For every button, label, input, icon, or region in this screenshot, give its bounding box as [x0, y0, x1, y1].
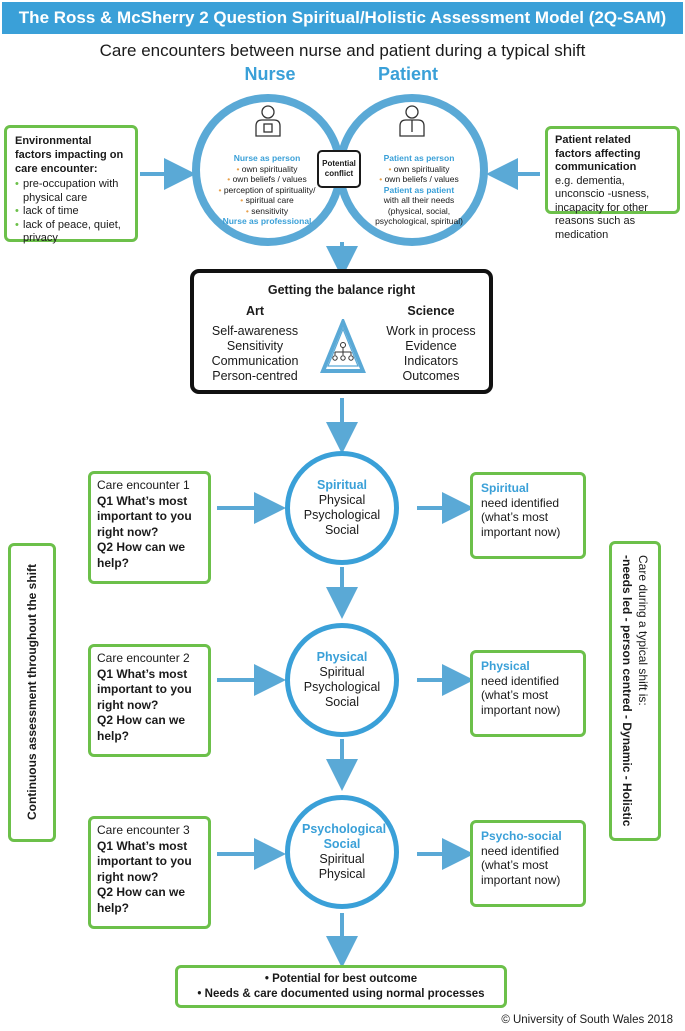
- nurse-header: Nurse: [244, 64, 296, 84]
- circle-item: Physical: [318, 493, 366, 507]
- circle-item: Social: [324, 695, 360, 709]
- science-item: Work in process: [386, 324, 476, 338]
- potential-conflict: Potential conflict: [317, 150, 361, 188]
- art-item: Sensitivity: [226, 339, 284, 353]
- patient-header: Patient: [377, 64, 438, 84]
- patient-details: Patient as person own spirituality own b…: [370, 153, 468, 227]
- patient-items: own spirituality own beliefs / values: [370, 164, 468, 185]
- nurse-person-icon: [255, 105, 281, 137]
- patient-as-patient: Patient as patient: [383, 184, 455, 195]
- nurse-item: spiritual care: [208, 195, 326, 206]
- hierarchy-triangle-icon: [320, 319, 366, 373]
- science-item: Indicators: [403, 354, 459, 368]
- focus-circle-1: Spiritual Physical Psychological Social: [285, 451, 399, 565]
- nurse-item: own beliefs / values: [208, 174, 326, 185]
- circle-item: Spiritual: [319, 852, 365, 866]
- circle-item: Spiritual: [319, 665, 365, 679]
- encounter-q1: Q1 What’s most important to you right no…: [97, 493, 192, 539]
- need-heading: Spiritual: [481, 481, 530, 495]
- page-title: The Ross & McSherry 2 Question Spiritual…: [18, 8, 667, 27]
- science-item: Outcomes: [402, 369, 460, 383]
- nurse-as-person: Nurse as person: [233, 153, 301, 163]
- encounter-q2: Q2 How can we help?: [97, 713, 186, 743]
- patient-factors-box: Patient related factors affecting commun…: [545, 126, 680, 241]
- patient-as-person: Patient as person: [383, 153, 455, 163]
- patient-factors-title: Patient related factors affecting commun…: [555, 134, 641, 173]
- environmental-item: lack of peace, quiet, privacy: [15, 219, 127, 246]
- care-encounter-1-box: Care encounter 1 Q1 What’s most importan…: [88, 471, 211, 584]
- circle-heading: Spiritual: [316, 478, 367, 492]
- nurse-details: Nurse as person own spirituality own bel…: [208, 153, 326, 227]
- need-text: need identified (what’s most important n…: [481, 673, 561, 717]
- science-column: Science Work in process Evidence Indicat…: [376, 304, 486, 384]
- need-identified-2-box: Physical need identified (what’s most im…: [470, 650, 586, 737]
- nurse-as-professional: Nurse as professional: [222, 216, 312, 226]
- patient-needs: with all their needs (physical, social, …: [375, 195, 463, 226]
- outcome-item: • Potential for best outcome: [264, 973, 418, 985]
- circle-item: Social: [324, 523, 360, 537]
- circle-item: Psychological: [303, 680, 381, 694]
- care-typical-line1: Care during a typical shift is:: [636, 555, 650, 707]
- care-typical-line2: -needs led - person centred - Dynamic - …: [620, 555, 634, 827]
- environmental-item: lack of time: [15, 205, 127, 219]
- care-typical-text: Care during a typical shift is: -needs l…: [619, 555, 651, 826]
- circle-heading: Physical: [316, 650, 368, 664]
- patient-item: own spirituality: [370, 164, 468, 175]
- science-heading: Science: [407, 304, 455, 318]
- art-column: Art Self-awareness Sensitivity Communica…: [200, 304, 310, 384]
- encounter-q1: Q1 What’s most important to you right no…: [97, 838, 192, 884]
- environmental-factors-box: Environmental factors impacting on care …: [4, 125, 138, 244]
- science-item: Evidence: [405, 339, 457, 353]
- balance-box: Getting the balance right Art Self-aware…: [190, 269, 493, 394]
- nurse-item: perception of spirituality/: [208, 185, 326, 196]
- care-typical-shift-box: Care during a typical shift is: -needs l…: [609, 541, 661, 841]
- need-identified-1-box: Spiritual need identified (what’s most i…: [470, 472, 586, 559]
- patient-item: own beliefs / values: [370, 174, 468, 185]
- art-item: Communication: [211, 354, 299, 368]
- nurse-item: own spirituality: [208, 164, 326, 175]
- care-encounter-2-box: Care encounter 2 Q1 What’s most importan…: [88, 644, 211, 757]
- nurse-item: sensitivity: [208, 206, 326, 217]
- art-item: Self-awareness: [211, 324, 299, 338]
- art-heading: Art: [245, 304, 265, 318]
- environmental-title: Environmental factors impacting on care …: [15, 135, 124, 175]
- focus-circle-3: Psychological Social Spiritual Physical: [285, 795, 399, 909]
- copyright: © University of South Wales 2018: [501, 1014, 673, 1026]
- focus-circle-2: Physical Spiritual Psychological Social: [285, 623, 399, 737]
- encounter-q2: Q2 How can we help?: [97, 885, 186, 915]
- encounter-label: Care encounter 2: [97, 651, 190, 665]
- circle-item: Psychological: [303, 508, 381, 522]
- circle-item: Physical: [318, 867, 366, 881]
- encounter-label: Care encounter 1: [97, 478, 190, 492]
- outcome-box: • Potential for best outcome • Needs & c…: [175, 965, 507, 1008]
- balance-title: Getting the balance right: [267, 283, 416, 297]
- continuous-assessment-box: Continuous assessment throughout the shi…: [8, 543, 56, 842]
- title-bar: The Ross & McSherry 2 Question Spiritual…: [2, 2, 683, 34]
- outcome-item: • Needs & care documented using normal p…: [197, 988, 485, 1000]
- need-heading: Psycho-social: [481, 829, 562, 843]
- nurse-items: own spirituality own beliefs / values pe…: [208, 164, 326, 217]
- encounter-q2: Q2 How can we help?: [97, 540, 186, 570]
- need-text: need identified (what’s most important n…: [481, 495, 561, 539]
- need-text: need identified (what’s most important n…: [481, 843, 561, 887]
- subtitle: Care encounters between nurse and patien…: [99, 41, 586, 60]
- care-encounter-3-box: Care encounter 3 Q1 What’s most importan…: [88, 816, 211, 929]
- patient-factors-body: e.g. dementia, unconscio -usness, incapa…: [555, 174, 650, 241]
- need-heading: Physical: [481, 659, 530, 673]
- patient-person-icon: [399, 105, 425, 137]
- need-identified-3-box: Psycho-social need identified (what’s mo…: [470, 820, 586, 907]
- encounter-label: Care encounter 3: [97, 823, 190, 837]
- encounter-q1: Q1 What’s most important to you right no…: [97, 666, 192, 712]
- continuous-assessment-text: Continuous assessment throughout the shi…: [25, 564, 39, 821]
- circle-heading: Psychological Social: [302, 822, 387, 851]
- art-item: Person-centred: [212, 369, 298, 383]
- environmental-item: pre-occupation with physical care: [15, 178, 127, 205]
